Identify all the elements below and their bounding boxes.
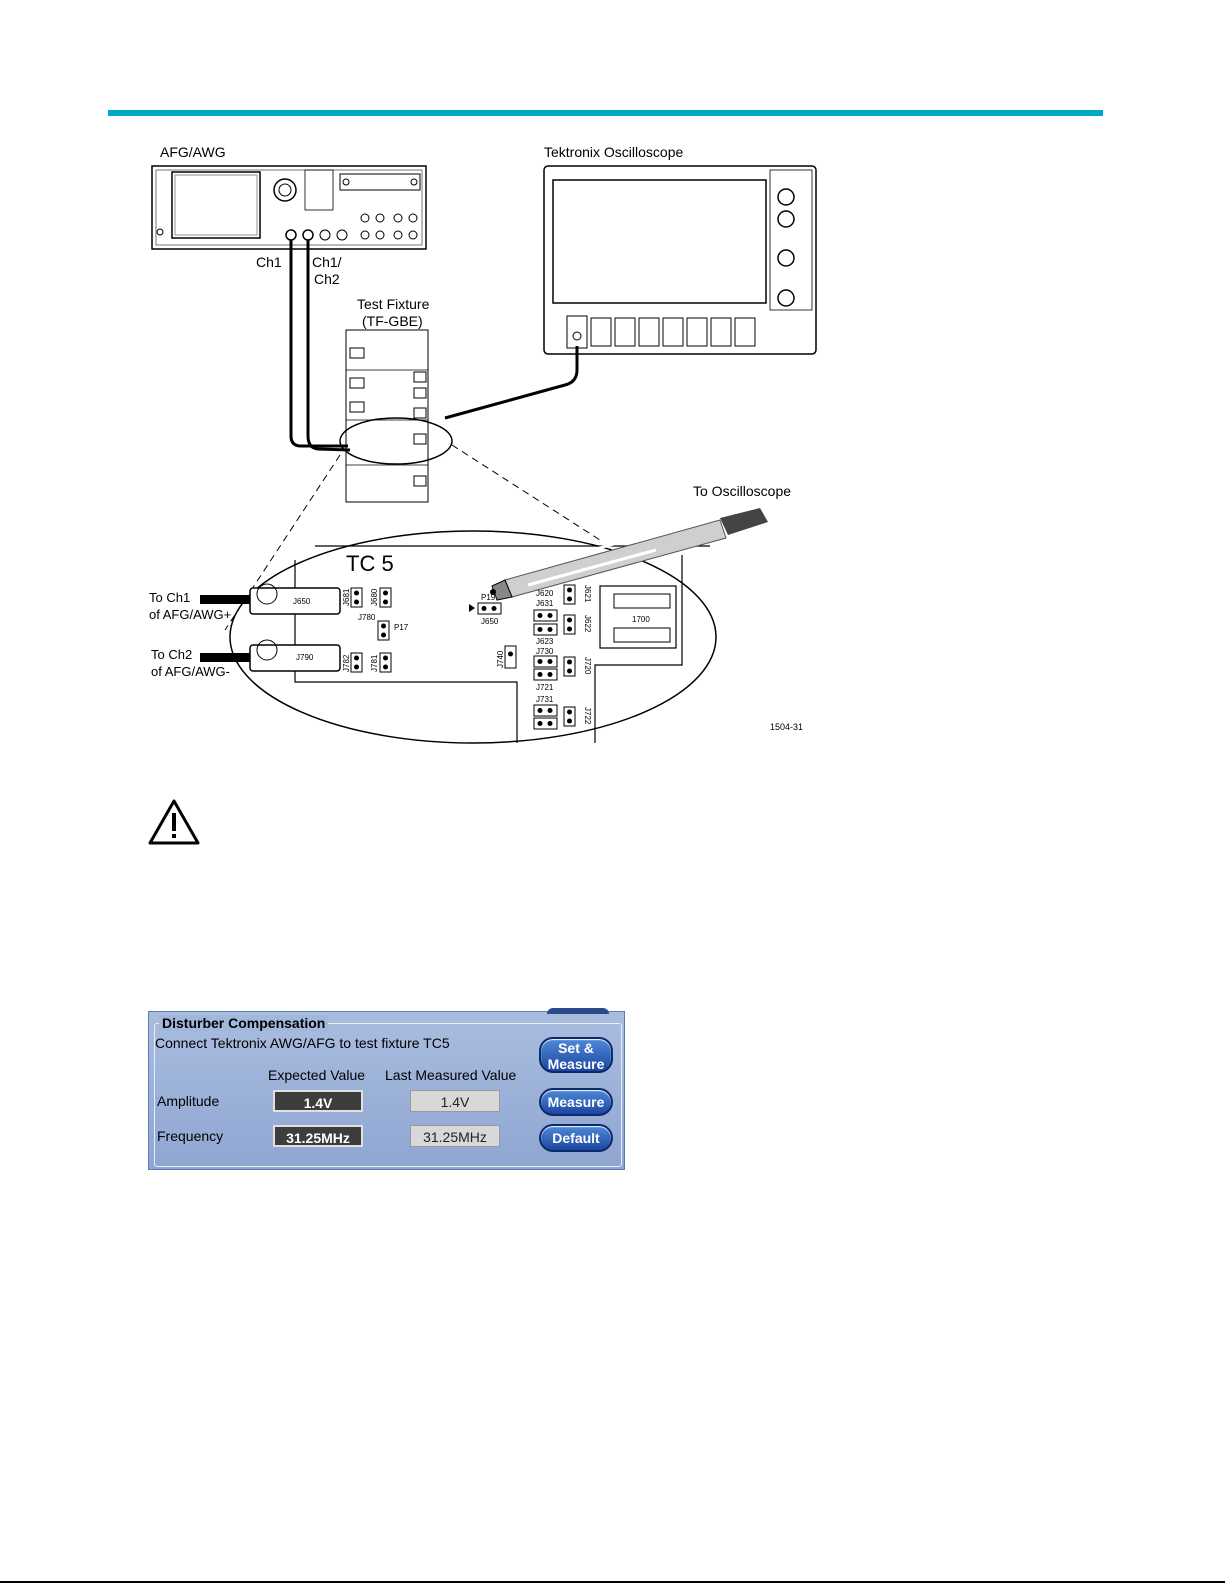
amplitude-measured-field: 1.4V — [410, 1090, 500, 1112]
fixture-label-line1: Test Fixture — [357, 296, 430, 312]
oscilloscope — [543, 165, 817, 355]
to-ch2-line2: of AFG/AWG- — [151, 664, 230, 679]
ch1-label: Ch1 — [256, 254, 282, 270]
label-j620: J620 — [536, 589, 554, 598]
scope-label: Tektronix Oscilloscope — [544, 144, 683, 160]
frequency-label: Frequency — [157, 1128, 224, 1144]
warning-icon — [148, 799, 200, 845]
cable-ch2 — [306, 240, 351, 452]
footer-rule — [0, 1581, 1225, 1583]
label-j720: J720 — [583, 657, 592, 675]
to-ch2-line1: To Ch2 — [151, 647, 192, 662]
label-p19: P19 — [481, 593, 496, 602]
label-j680: J680 — [370, 588, 379, 606]
label-j623: J623 — [536, 637, 554, 646]
zoom-line-right — [451, 444, 601, 541]
label-j631: J631 — [536, 599, 554, 608]
last-measured-header: Last Measured Value — [385, 1067, 517, 1083]
frequency-expected-field[interactable]: 31.25MHz — [273, 1125, 363, 1147]
test-fixture-board — [345, 329, 429, 503]
fixture-label-line2: (TF-GBE) — [362, 313, 423, 329]
default-button[interactable]: Default — [539, 1124, 613, 1152]
label-j731: J731 — [536, 695, 554, 704]
label-j621: J621 — [583, 585, 592, 603]
label-j681: J681 — [342, 588, 351, 606]
tc5-label: TC 5 — [346, 551, 394, 576]
measure-button[interactable]: Measure — [539, 1088, 613, 1116]
afg-label: AFG/AWG — [160, 144, 226, 160]
label-j721: J721 — [536, 683, 554, 692]
cable-to-scope — [444, 346, 579, 420]
to-ch1-line1: To Ch1 — [149, 590, 190, 605]
label-j740: J740 — [496, 650, 505, 668]
to-scope-label: To Oscilloscope — [693, 483, 791, 499]
ch1ch2-label-line2: Ch2 — [314, 271, 340, 287]
label-j781: J781 — [370, 654, 379, 672]
disturber-compensation-panel: Disturber Compensation Connect Tektronix… — [148, 1008, 625, 1170]
label-j790-conn: J790 — [296, 653, 314, 662]
panel-frame — [154, 1023, 622, 1167]
panel-instruction: Connect Tektronix AWG/AFG to test fixtur… — [155, 1035, 450, 1051]
ch1ch2-label-line1: Ch1/ — [312, 254, 342, 270]
label-j650-conn: J650 — [293, 597, 311, 606]
amplitude-label: Amplitude — [157, 1093, 220, 1109]
header-rule — [108, 110, 1103, 116]
label-j622: J622 — [583, 615, 592, 633]
label-j780: J780 — [358, 613, 376, 622]
expected-value-header: Expected Value — [268, 1067, 366, 1083]
amplitude-expected-field[interactable]: 1.4V — [273, 1090, 363, 1112]
label-j700: 1700 — [632, 615, 650, 624]
afg-instrument — [151, 165, 427, 250]
panel-tab-edge — [547, 1008, 609, 1014]
tc5-detail — [200, 508, 768, 744]
set-and-measure-line2: Measure — [547, 1056, 605, 1072]
label-j782: J782 — [342, 654, 351, 672]
label-j722: J722 — [583, 707, 592, 725]
label-j650-jumper: J650 — [481, 617, 499, 626]
tc5-callout-circle — [339, 417, 453, 465]
panel-title: Disturber Compensation — [159, 1015, 329, 1031]
label-p17: P17 — [394, 623, 409, 632]
to-ch1-line2: of AFG/AWG+ — [149, 607, 231, 622]
set-and-measure-button[interactable]: Set & Measure — [539, 1037, 613, 1073]
set-and-measure-line1: Set & — [558, 1040, 594, 1056]
label-j730: J730 — [536, 647, 554, 656]
figure-id: 1504-31 — [770, 722, 803, 732]
frequency-measured-field: 31.25MHz — [410, 1125, 500, 1147]
cable-ch1 — [289, 240, 348, 448]
